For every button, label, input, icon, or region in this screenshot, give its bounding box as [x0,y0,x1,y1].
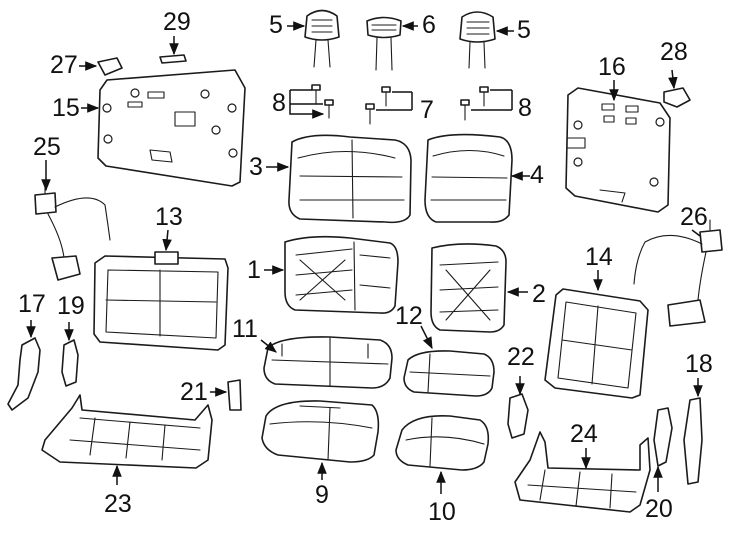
callout-3: 3 [249,153,263,181]
callout-1: 1 [247,256,261,284]
callout-7: 7 [420,96,434,124]
callout-4: 4 [530,161,544,189]
callout-27: 27 [50,51,78,79]
callout-26: 26 [680,203,708,231]
callout-8-left: 8 [272,89,286,117]
clip-27 [97,57,123,76]
callout-16: 16 [598,53,626,81]
leader-lines [26,21,703,494]
back-panel-right [565,87,671,213]
headrest-center [366,16,402,71]
seat-base-right [514,431,651,513]
seat-cover-left [261,400,380,463]
callout-9: 9 [315,481,329,509]
back-panel-left [97,69,246,187]
callout-29: 29 [163,8,191,36]
side-trim-20 [653,407,673,467]
side-trim-17 [7,337,41,411]
latch-cable-right [633,219,723,327]
seat-cushion-right [403,350,495,397]
callout-18: 18 [685,350,713,378]
callout-5-right: 5 [517,16,531,44]
seatback-cover-left [288,134,412,224]
callout-13: 13 [155,203,183,231]
callout-11: 11 [232,315,258,343]
seatback-frame-left [284,235,399,314]
bracket-19 [61,339,79,387]
callout-14: 14 [585,243,613,271]
bracket-22 [507,393,529,439]
seat-cushion-left [263,336,393,389]
callout-21: 21 [180,378,208,406]
callout-23: 23 [104,490,132,518]
bracket-21 [227,379,242,411]
callout-12: 12 [395,302,423,330]
callout-24: 24 [570,420,598,448]
seat-base-left [41,394,213,469]
callout-20: 20 [645,495,673,523]
callout-17: 17 [18,290,46,318]
callout-25: 25 [33,133,61,161]
callout-15: 15 [52,94,80,122]
callout-8-right: 8 [518,94,532,122]
headrest-left [304,9,340,68]
callout-28: 28 [660,38,688,66]
clip-28 [663,87,691,108]
seatback-frame-14 [544,288,649,399]
clip-29 [159,54,187,64]
seat-cover-right [395,414,490,471]
seatback-frame-13 [93,251,229,351]
latch-cable-left [34,179,111,281]
headrest-right [459,11,496,69]
side-trim-18 [683,397,703,485]
callout-22: 22 [507,343,535,371]
callout-6: 6 [422,11,436,39]
callout-19: 19 [57,292,85,320]
seatback-frame-right [430,243,507,333]
callout-5-left: 5 [269,11,283,39]
bolts [311,84,489,125]
callout-10: 10 [428,498,456,526]
callout-2: 2 [532,280,546,308]
seatback-cover-right [424,133,513,223]
